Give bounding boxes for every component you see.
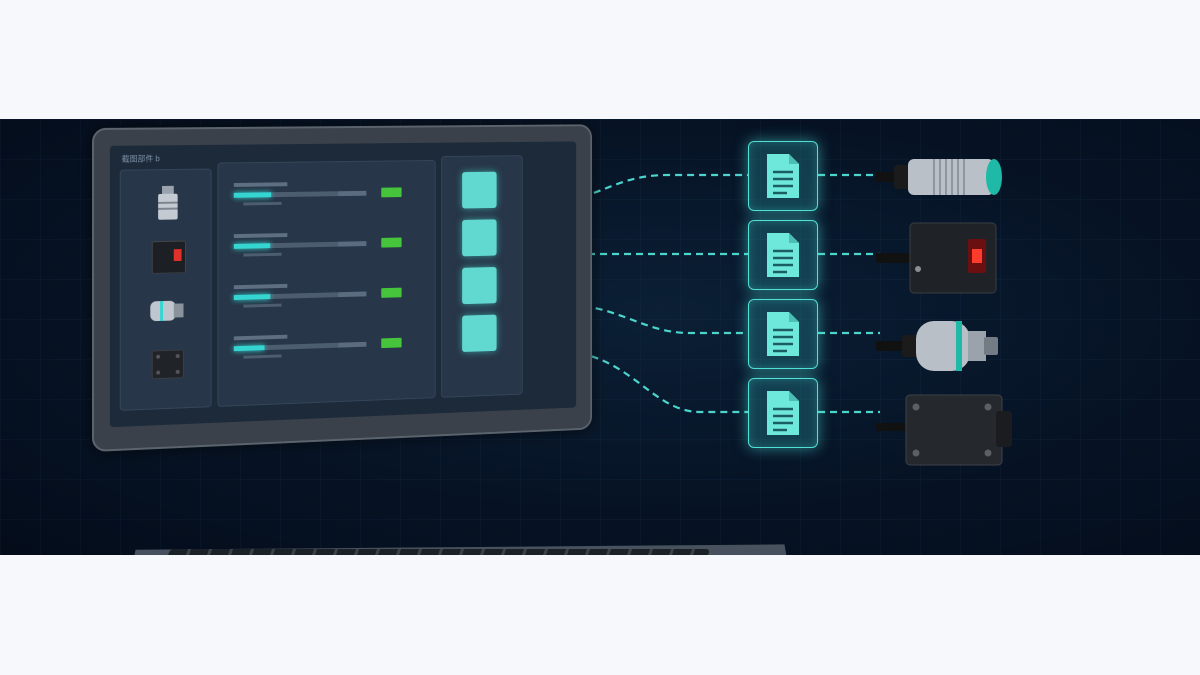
progress-segment xyxy=(338,291,367,298)
status-ok-badge xyxy=(381,287,402,298)
document-card[interactable] xyxy=(748,378,818,448)
photoelectric-sensor-icon xyxy=(876,222,997,294)
status-ok-badge xyxy=(381,337,402,349)
document-icon[interactable] xyxy=(462,219,497,257)
laptop-screen-frame: 截图部件 b xyxy=(92,124,593,452)
row-subtitle-placeholder xyxy=(243,354,282,359)
pressure-sensor-icon[interactable] xyxy=(148,290,187,327)
hero-banner: 截图部件 b xyxy=(0,119,1200,555)
pressure-sensor-icon xyxy=(876,321,998,371)
progress-segment xyxy=(338,341,367,348)
document-icon xyxy=(767,233,799,277)
document-icon xyxy=(767,154,799,198)
document-icon[interactable] xyxy=(462,266,497,305)
row-subtitle-placeholder xyxy=(243,303,282,308)
row-title-placeholder xyxy=(233,334,288,341)
device-list-panel xyxy=(119,168,212,411)
progress-fill xyxy=(233,243,271,249)
device-rows-panel xyxy=(217,160,436,407)
documents-panel xyxy=(441,155,523,398)
document-icon[interactable] xyxy=(462,314,497,353)
block-sensor-icon xyxy=(876,394,1012,466)
device-row[interactable] xyxy=(233,330,418,365)
cylindrical-sensor-icon[interactable] xyxy=(148,184,187,220)
status-ok-badge xyxy=(381,237,402,248)
document-icon xyxy=(767,312,799,356)
row-subtitle-placeholder xyxy=(243,201,282,206)
screen-title: 截图部件 b xyxy=(121,154,160,164)
progress-fill xyxy=(233,345,265,352)
row-title-placeholder xyxy=(233,283,288,290)
laptop-screen: 截图部件 b xyxy=(109,141,577,428)
progress-segment xyxy=(338,190,367,197)
progress-segment xyxy=(338,241,367,247)
device-row[interactable] xyxy=(233,230,418,263)
row-title-placeholder xyxy=(233,233,288,239)
cylindrical-sensor-icon xyxy=(876,159,1002,195)
document-icon xyxy=(767,391,799,435)
device-row[interactable] xyxy=(233,180,418,212)
progress-fill xyxy=(233,192,272,198)
row-title-placeholder xyxy=(233,182,288,187)
document-card[interactable] xyxy=(748,141,818,211)
block-sensor-icon[interactable] xyxy=(148,344,187,381)
device-row[interactable] xyxy=(233,280,418,314)
document-card[interactable] xyxy=(748,299,818,369)
progress-fill xyxy=(233,294,271,301)
laptop-keyboard xyxy=(149,549,711,555)
document-card[interactable] xyxy=(748,220,818,290)
row-subtitle-placeholder xyxy=(243,252,282,257)
photoelectric-sensor-icon[interactable] xyxy=(148,237,187,274)
status-ok-badge xyxy=(381,187,402,198)
document-icon[interactable] xyxy=(462,171,497,209)
link-line-1 xyxy=(534,173,748,205)
